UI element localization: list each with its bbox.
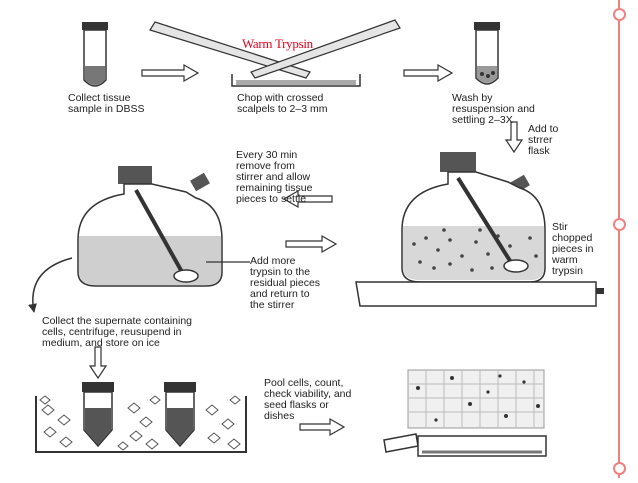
stirrer-flask-right-icon bbox=[401, 152, 546, 283]
wash-tube-icon bbox=[474, 22, 500, 85]
step-collect-tissue-label: Collect tissue sample in DBSS bbox=[68, 92, 145, 115]
step-wash-label: Wash by resuspension and settling 2–3X bbox=[452, 92, 535, 126]
step-collect-supernate-label: Collect the supernate containing cells, … bbox=[42, 315, 193, 349]
hemocytometer-grid-icon bbox=[407, 369, 545, 429]
stirrer-plate-icon bbox=[355, 281, 604, 307]
edge-dot-icon bbox=[613, 462, 626, 475]
step-pool-cells-label: Pool cells, count, check viability, and … bbox=[264, 377, 352, 422]
hollow-arrow-icon bbox=[141, 63, 200, 83]
step-chop-label: Chop with crossed scalpels to 2–3 mm bbox=[237, 92, 328, 115]
ice-bath-icon bbox=[35, 395, 247, 453]
step-stir-label: Stir chopped pieces in warm trypsin bbox=[552, 221, 594, 277]
step-add-more-trypsin-label: Add more trypsin to the residual pieces … bbox=[250, 255, 321, 311]
hollow-arrow-right-icon bbox=[285, 234, 338, 254]
hollow-arrow-down-icon bbox=[88, 346, 108, 380]
edge-dot-icon bbox=[613, 8, 626, 21]
step-add-to-flask-label: Add to strrer flask bbox=[528, 123, 559, 157]
crossed-scalpels-icon bbox=[149, 19, 401, 79]
culture-flask-icon bbox=[383, 433, 547, 457]
hollow-arrow-icon bbox=[403, 63, 454, 83]
hollow-arrow-right-icon bbox=[299, 417, 346, 437]
petri-dish-icon bbox=[231, 74, 361, 87]
slide-edge-decoration bbox=[610, 0, 638, 478]
step-every-30-min-label: Every 30 min remove from stirrer and all… bbox=[236, 149, 313, 205]
warm-trypsin-title: Warm Trypsin bbox=[242, 36, 313, 51]
hollow-arrow-down-icon bbox=[504, 121, 524, 154]
settling-flask-left-icon bbox=[77, 166, 223, 287]
edge-dot-icon bbox=[613, 218, 626, 231]
curved-arrow-icon bbox=[28, 257, 73, 313]
hollow-arrow-left-icon bbox=[282, 189, 333, 209]
centrifuge-tube-icon bbox=[82, 382, 114, 448]
collection-tube-icon bbox=[82, 22, 108, 87]
edge-line bbox=[618, 0, 620, 478]
centrifuge-tube-icon bbox=[164, 382, 196, 448]
